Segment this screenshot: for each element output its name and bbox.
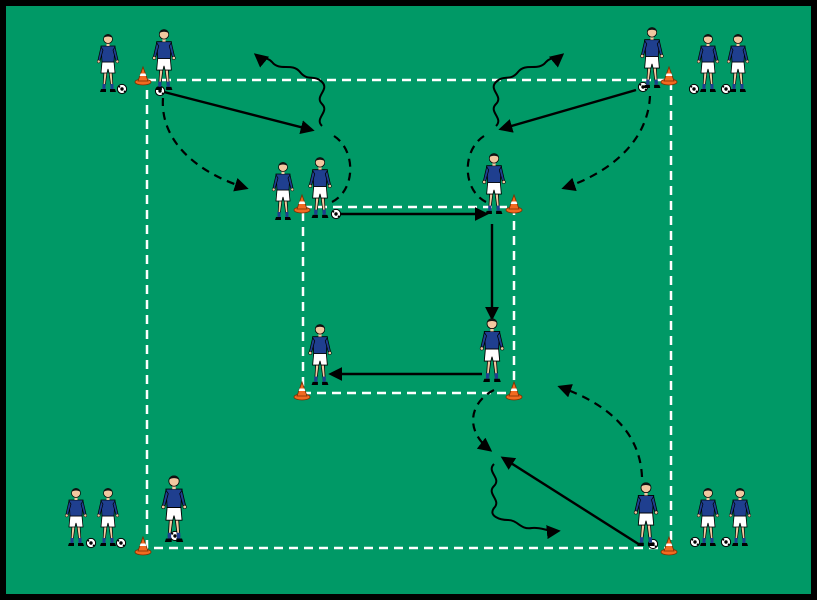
player-icon [728, 488, 752, 546]
run-arrow [161, 97, 249, 192]
player-icon [96, 34, 120, 92]
dribble-arrow [490, 463, 561, 540]
ball-icon [116, 83, 128, 95]
ball-icon [689, 536, 701, 548]
cone-icon [660, 65, 678, 86]
outer-grid [145, 78, 673, 550]
player-icon [96, 488, 120, 546]
pass-arrow [498, 88, 637, 133]
ball-icon [330, 208, 342, 220]
cone-icon [134, 65, 152, 86]
run-arrow [561, 95, 652, 192]
cone-icon [293, 193, 311, 214]
cone-icon [293, 380, 311, 401]
pass-arrow [163, 90, 315, 134]
player-icon [479, 318, 505, 382]
ball-icon [720, 536, 732, 548]
ball-icon [85, 537, 97, 549]
run-arrow [472, 389, 495, 452]
player-icon [161, 475, 187, 542]
cone-icon [134, 535, 152, 556]
player-icon [271, 162, 295, 220]
player-icon [308, 324, 332, 385]
cone-icon [505, 193, 523, 214]
inner-grid [301, 205, 516, 395]
dribble-arrow [492, 53, 565, 127]
dribble-arrow [253, 53, 326, 127]
run-arrows [161, 95, 652, 478]
ball-icon [688, 83, 700, 95]
player-icon [633, 482, 659, 546]
ball-icon [720, 83, 732, 95]
pass-arrow [500, 456, 641, 547]
run-arrow [557, 384, 644, 478]
player-icon [640, 27, 664, 88]
player-icon [482, 153, 506, 214]
player-icon [726, 34, 750, 92]
ball-icon [115, 537, 127, 549]
dribble-arrows [253, 53, 565, 540]
player-icon [308, 157, 332, 218]
player-icon [696, 34, 720, 92]
cone-icon [505, 380, 523, 401]
run-arrow [331, 135, 352, 203]
run-arrow [466, 135, 487, 203]
player-icon [152, 29, 176, 90]
player-icon [696, 488, 720, 546]
player-icon [64, 488, 88, 546]
pass-arrows [163, 88, 641, 547]
cone-icon [660, 535, 678, 556]
